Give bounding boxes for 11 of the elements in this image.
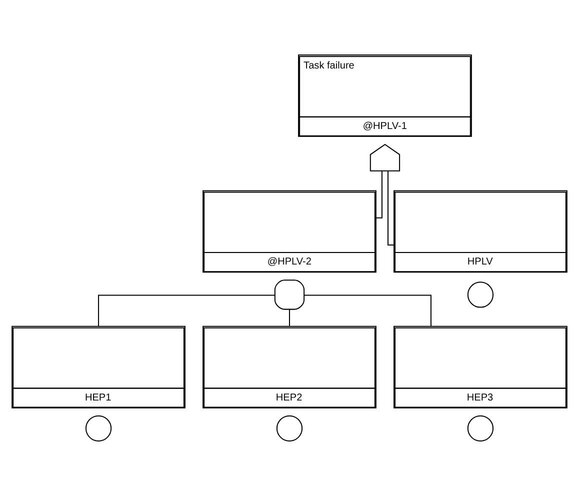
connector — [304, 294, 432, 326]
node-circle — [85, 414, 112, 441]
connector — [98, 294, 275, 326]
node-gate — [370, 143, 400, 171]
connector — [289, 308, 290, 326]
node-circle — [467, 414, 494, 441]
connector — [388, 170, 394, 245]
node-gate — [274, 279, 305, 310]
connector — [376, 170, 382, 218]
node-circle — [467, 281, 494, 308]
node-circle — [276, 414, 303, 441]
